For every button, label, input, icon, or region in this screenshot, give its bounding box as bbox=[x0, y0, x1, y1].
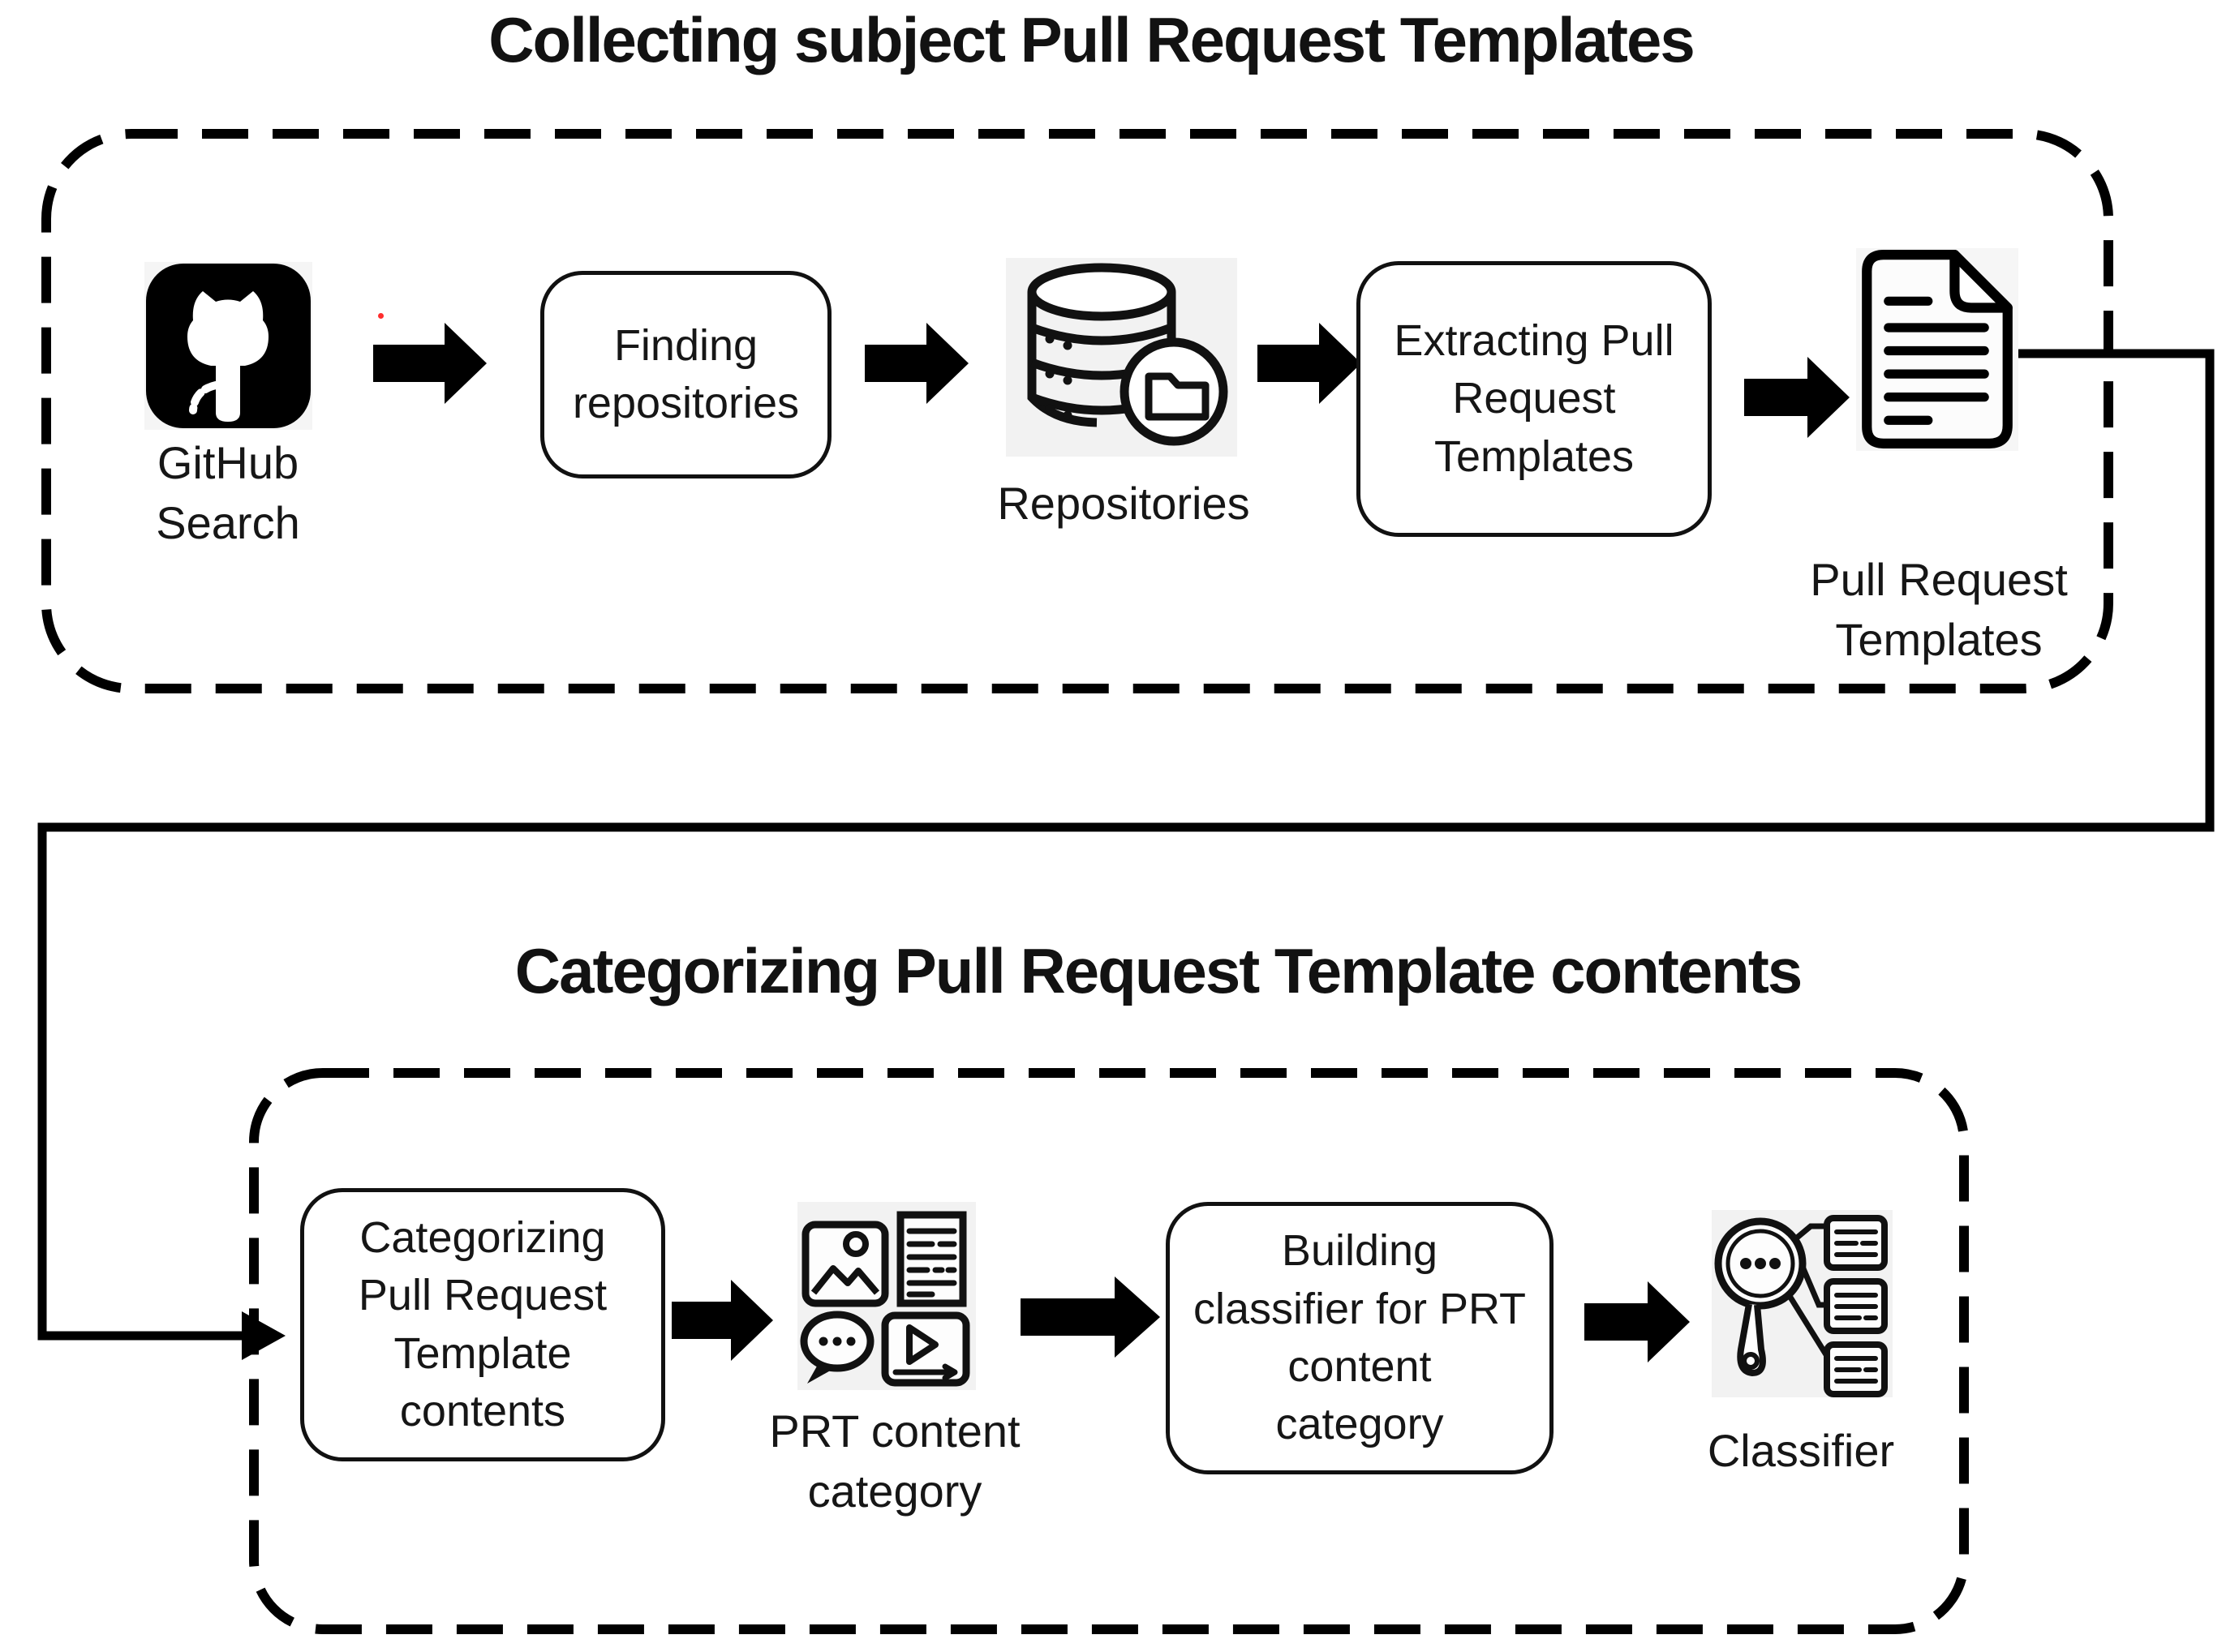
github-search-label: GitHub Search bbox=[156, 437, 300, 548]
prt-content-category-label: PRT content category bbox=[769, 1405, 1021, 1517]
flow-arrow-icon bbox=[865, 323, 969, 404]
flow-arrow-icon bbox=[1257, 323, 1361, 404]
elbow-connector-arrowhead bbox=[242, 1311, 286, 1360]
red-dot-artifact bbox=[378, 313, 384, 319]
building-classifier-box: Building classifier for PRT content cate… bbox=[1166, 1202, 1554, 1474]
document-icon bbox=[1856, 248, 2018, 451]
magnifier-classifier-icon bbox=[1712, 1210, 1893, 1397]
categorizing-prt-contents-box: Categorizing Pull Request Template conte… bbox=[300, 1188, 665, 1461]
section-title-collecting: Collecting subject Pull Request Template… bbox=[488, 4, 1695, 75]
flow-arrow-icon bbox=[672, 1280, 773, 1361]
flow-arrow-icon bbox=[1584, 1281, 1690, 1362]
section-title-categorizing: Categorizing Pull Request Template conte… bbox=[514, 935, 1803, 1006]
pull-request-templates-label: Pull Request Templates bbox=[1810, 554, 2068, 665]
flow-arrow-icon bbox=[1021, 1277, 1160, 1358]
elbow-connector-line bbox=[37, 349, 2215, 1341]
github-icon bbox=[144, 262, 312, 430]
content-category-icon bbox=[797, 1202, 976, 1390]
finding-repositories-box: Finding repositories bbox=[540, 271, 832, 478]
classifier-label: Classifier bbox=[1707, 1425, 1895, 1476]
extracting-prt-box: Extracting Pull Request Templates bbox=[1356, 261, 1712, 537]
repositories-label: Repositories bbox=[997, 478, 1250, 529]
flow-arrow-icon bbox=[1744, 357, 1850, 438]
flow-arrow-icon bbox=[373, 323, 487, 404]
collecting-section-border bbox=[41, 129, 2113, 693]
database-folder-icon bbox=[1006, 258, 1237, 457]
